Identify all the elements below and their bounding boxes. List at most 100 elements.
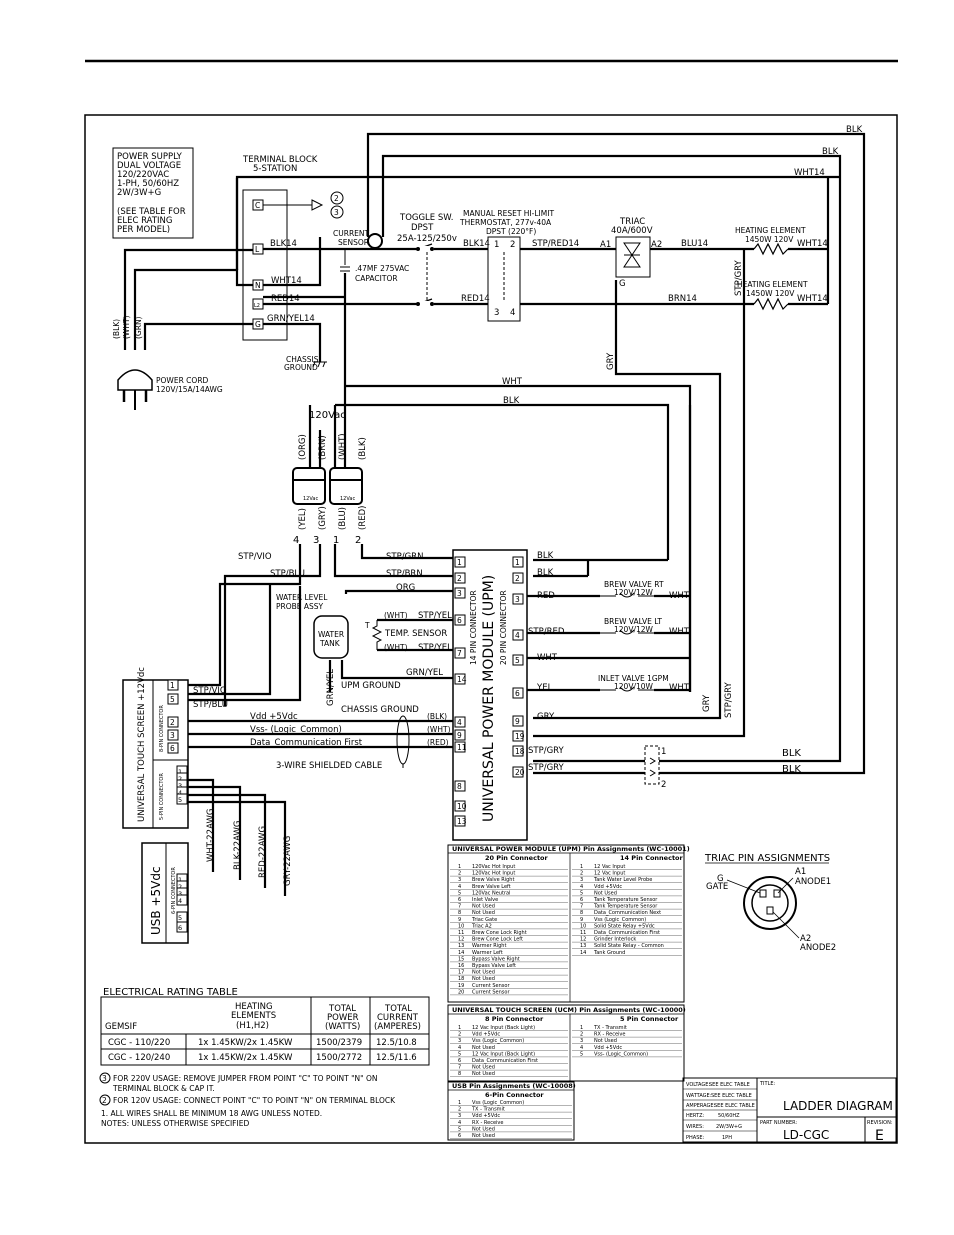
transformer-lead: (YEL) <box>298 508 308 530</box>
pin-table-desc: RX - Receive <box>472 1120 503 1126</box>
tb-pin-n: N <box>255 281 261 290</box>
cord-wire-label: (WHT) <box>122 315 131 339</box>
rating-header: (H1,H2) <box>236 1021 269 1031</box>
pin-table-num: 3 <box>458 1038 461 1044</box>
rating-header: TOTAL <box>384 1004 412 1014</box>
toggle-label: DPST <box>411 223 434 233</box>
transformer-lead: (ORG) <box>298 434 308 460</box>
power-supply-line: 120/220VAC <box>117 170 169 180</box>
triac-pins-title: TRIAC PIN ASSIGNMENTS <box>704 853 830 864</box>
wire-label: BRN14 <box>668 294 697 304</box>
heating-element-label: HEATING ELEMENT <box>735 226 806 235</box>
pin-number: 10 <box>457 802 467 811</box>
pin-table-desc: Brew Cone Lock Right <box>472 930 527 936</box>
ucm-pin-table: UNIVERSAL TOUCH SCREEN (UCM) Pin Assignm… <box>447 1004 686 1082</box>
triac-a1: A1 <box>795 867 806 877</box>
pin-number: 14 <box>457 675 467 684</box>
power-supply-line: DUAL VOLTAGE <box>117 161 181 171</box>
pin-table-num: 18 <box>458 976 464 982</box>
tb-title: LADDER DIAGRAM <box>783 1099 893 1113</box>
pin-number: 2 <box>457 574 462 583</box>
rating-header: (WATTS) <box>325 1022 360 1032</box>
wire-label: RED <box>537 591 555 601</box>
pin-table-desc: Solid State Relay +5Vdc <box>594 923 655 929</box>
wire-label: (WHT) <box>427 725 451 734</box>
tb-amperage-value: SEE ELEC TABLE <box>714 1103 755 1109</box>
pin-number: 13 <box>457 817 467 826</box>
tb-voltage-label: VOLTAGE: <box>686 1082 710 1088</box>
wiring <box>123 132 866 896</box>
transformer-lead: (WHT) <box>338 433 348 460</box>
wire-label: GRY <box>606 352 616 370</box>
wire-label: BLK <box>822 147 839 157</box>
pin-table-desc: Data_Communication First <box>594 930 660 936</box>
tb-pin-l: L <box>255 245 260 254</box>
transformer-lead: (BRN) <box>318 435 328 460</box>
touch-8pin-label: 8-PIN CONNECTOR <box>159 705 165 752</box>
pin-table-desc: Triac Gate <box>471 917 497 923</box>
upm-14pin-label: 14 PIN CONNECTOR <box>469 590 478 665</box>
usb-6pin-label: 6-PIN CONNECTOR <box>171 867 177 914</box>
pin-table-num: 1 <box>458 1025 461 1031</box>
solid-state-relay: 1 2 <box>644 745 666 790</box>
power-supply-line: (SEE TABLE FOR <box>117 207 186 217</box>
pin-table-desc: RX - Receive <box>594 1032 625 1038</box>
pin-table-desc: Data_Communication Next <box>594 910 661 916</box>
shielded-cable-label: 3-WIRE SHIELDED CABLE <box>276 761 382 771</box>
tb-pin-l2: L2 <box>254 303 260 309</box>
wire-label: (WHT) <box>384 643 408 652</box>
note-text: 1. ALL WIRES SHALL BE MINIMUM 18 AWG UNL… <box>101 1109 322 1118</box>
wire-label: WHT <box>669 627 690 637</box>
upm-table-h14: 14 Pin Connector <box>620 854 684 862</box>
triac-gate: GATE <box>706 882 728 892</box>
awg-label: GRY-22AWG <box>283 836 293 886</box>
pin-table-num: 6 <box>458 1058 461 1064</box>
t-mark: T <box>364 621 370 630</box>
pin-table-desc: Vdd +5Vdc <box>472 1032 500 1038</box>
wire-label: BLK <box>782 764 801 775</box>
brew-valve-lt: BREW VALVE LT 120V/12W <box>600 617 662 635</box>
pin-table-num: 4 <box>458 884 461 890</box>
pin-number: 2 <box>170 718 175 727</box>
triac-pin-a1: A1 <box>600 240 611 250</box>
pin-number: 6 <box>170 744 175 753</box>
pin-table-desc: 12 Vac Input <box>594 864 625 870</box>
shield-ellipse <box>396 715 410 765</box>
tb-wires-label: WIRES: <box>686 1124 704 1130</box>
current-sensor-label: SENSOR <box>338 238 369 247</box>
pin-table-num: 14 <box>458 950 464 956</box>
vss-label: Vss- (Logic_Common) <box>250 725 342 735</box>
triac-pin-g: G <box>619 279 626 289</box>
pin-number: 3 <box>457 589 462 598</box>
pin-table-desc: 120Vac Hot Input <box>472 864 515 870</box>
wire-label: BLU14 <box>681 239 708 249</box>
wire-labels: BLK BLK WHT14 BLK14 WHT14 RED14 GRN/YEL1… <box>193 125 863 886</box>
wire-label: GRN/YEL <box>406 668 443 678</box>
wire-label: STP/BLU <box>270 569 305 579</box>
wire-label: STP/BLU <box>193 700 228 710</box>
pin-table-desc: Not Used <box>594 1038 617 1044</box>
tb-part: LD-CGC <box>783 1128 829 1142</box>
power-cord: (BLK) (WHT) (GRN) POWER CORD 120V/15A/14… <box>112 315 223 410</box>
awg-label: WHT-22AWG <box>206 809 216 862</box>
pin-table-num: 5 <box>458 890 461 896</box>
wire-label: STP/GRN <box>386 552 423 562</box>
pin-table-num: 4 <box>458 1120 461 1126</box>
pin-table-num: 1 <box>580 864 583 870</box>
title-block: VOLTAGE: SEE ELEC TABLE WATTAGE: SEE ELE… <box>682 1077 897 1144</box>
notes: 3 FOR 220V USAGE: REMOVE JUMPER FROM POI… <box>99 1072 396 1128</box>
upm-pin-table: UNIVERSAL POWER MODULE (UPM) Pin Assignm… <box>447 844 690 1003</box>
transformer-pin: 1 <box>333 535 339 546</box>
heating-element-1: HEATING ELEMENT 1450W 120V <box>735 226 806 256</box>
pin-table-num: 2 <box>458 871 461 877</box>
pin-table-num: 4 <box>580 884 583 890</box>
touch-5pin-label: 5-PIN CONNECTOR <box>159 773 165 820</box>
pin-table-num: 17 <box>458 970 464 976</box>
